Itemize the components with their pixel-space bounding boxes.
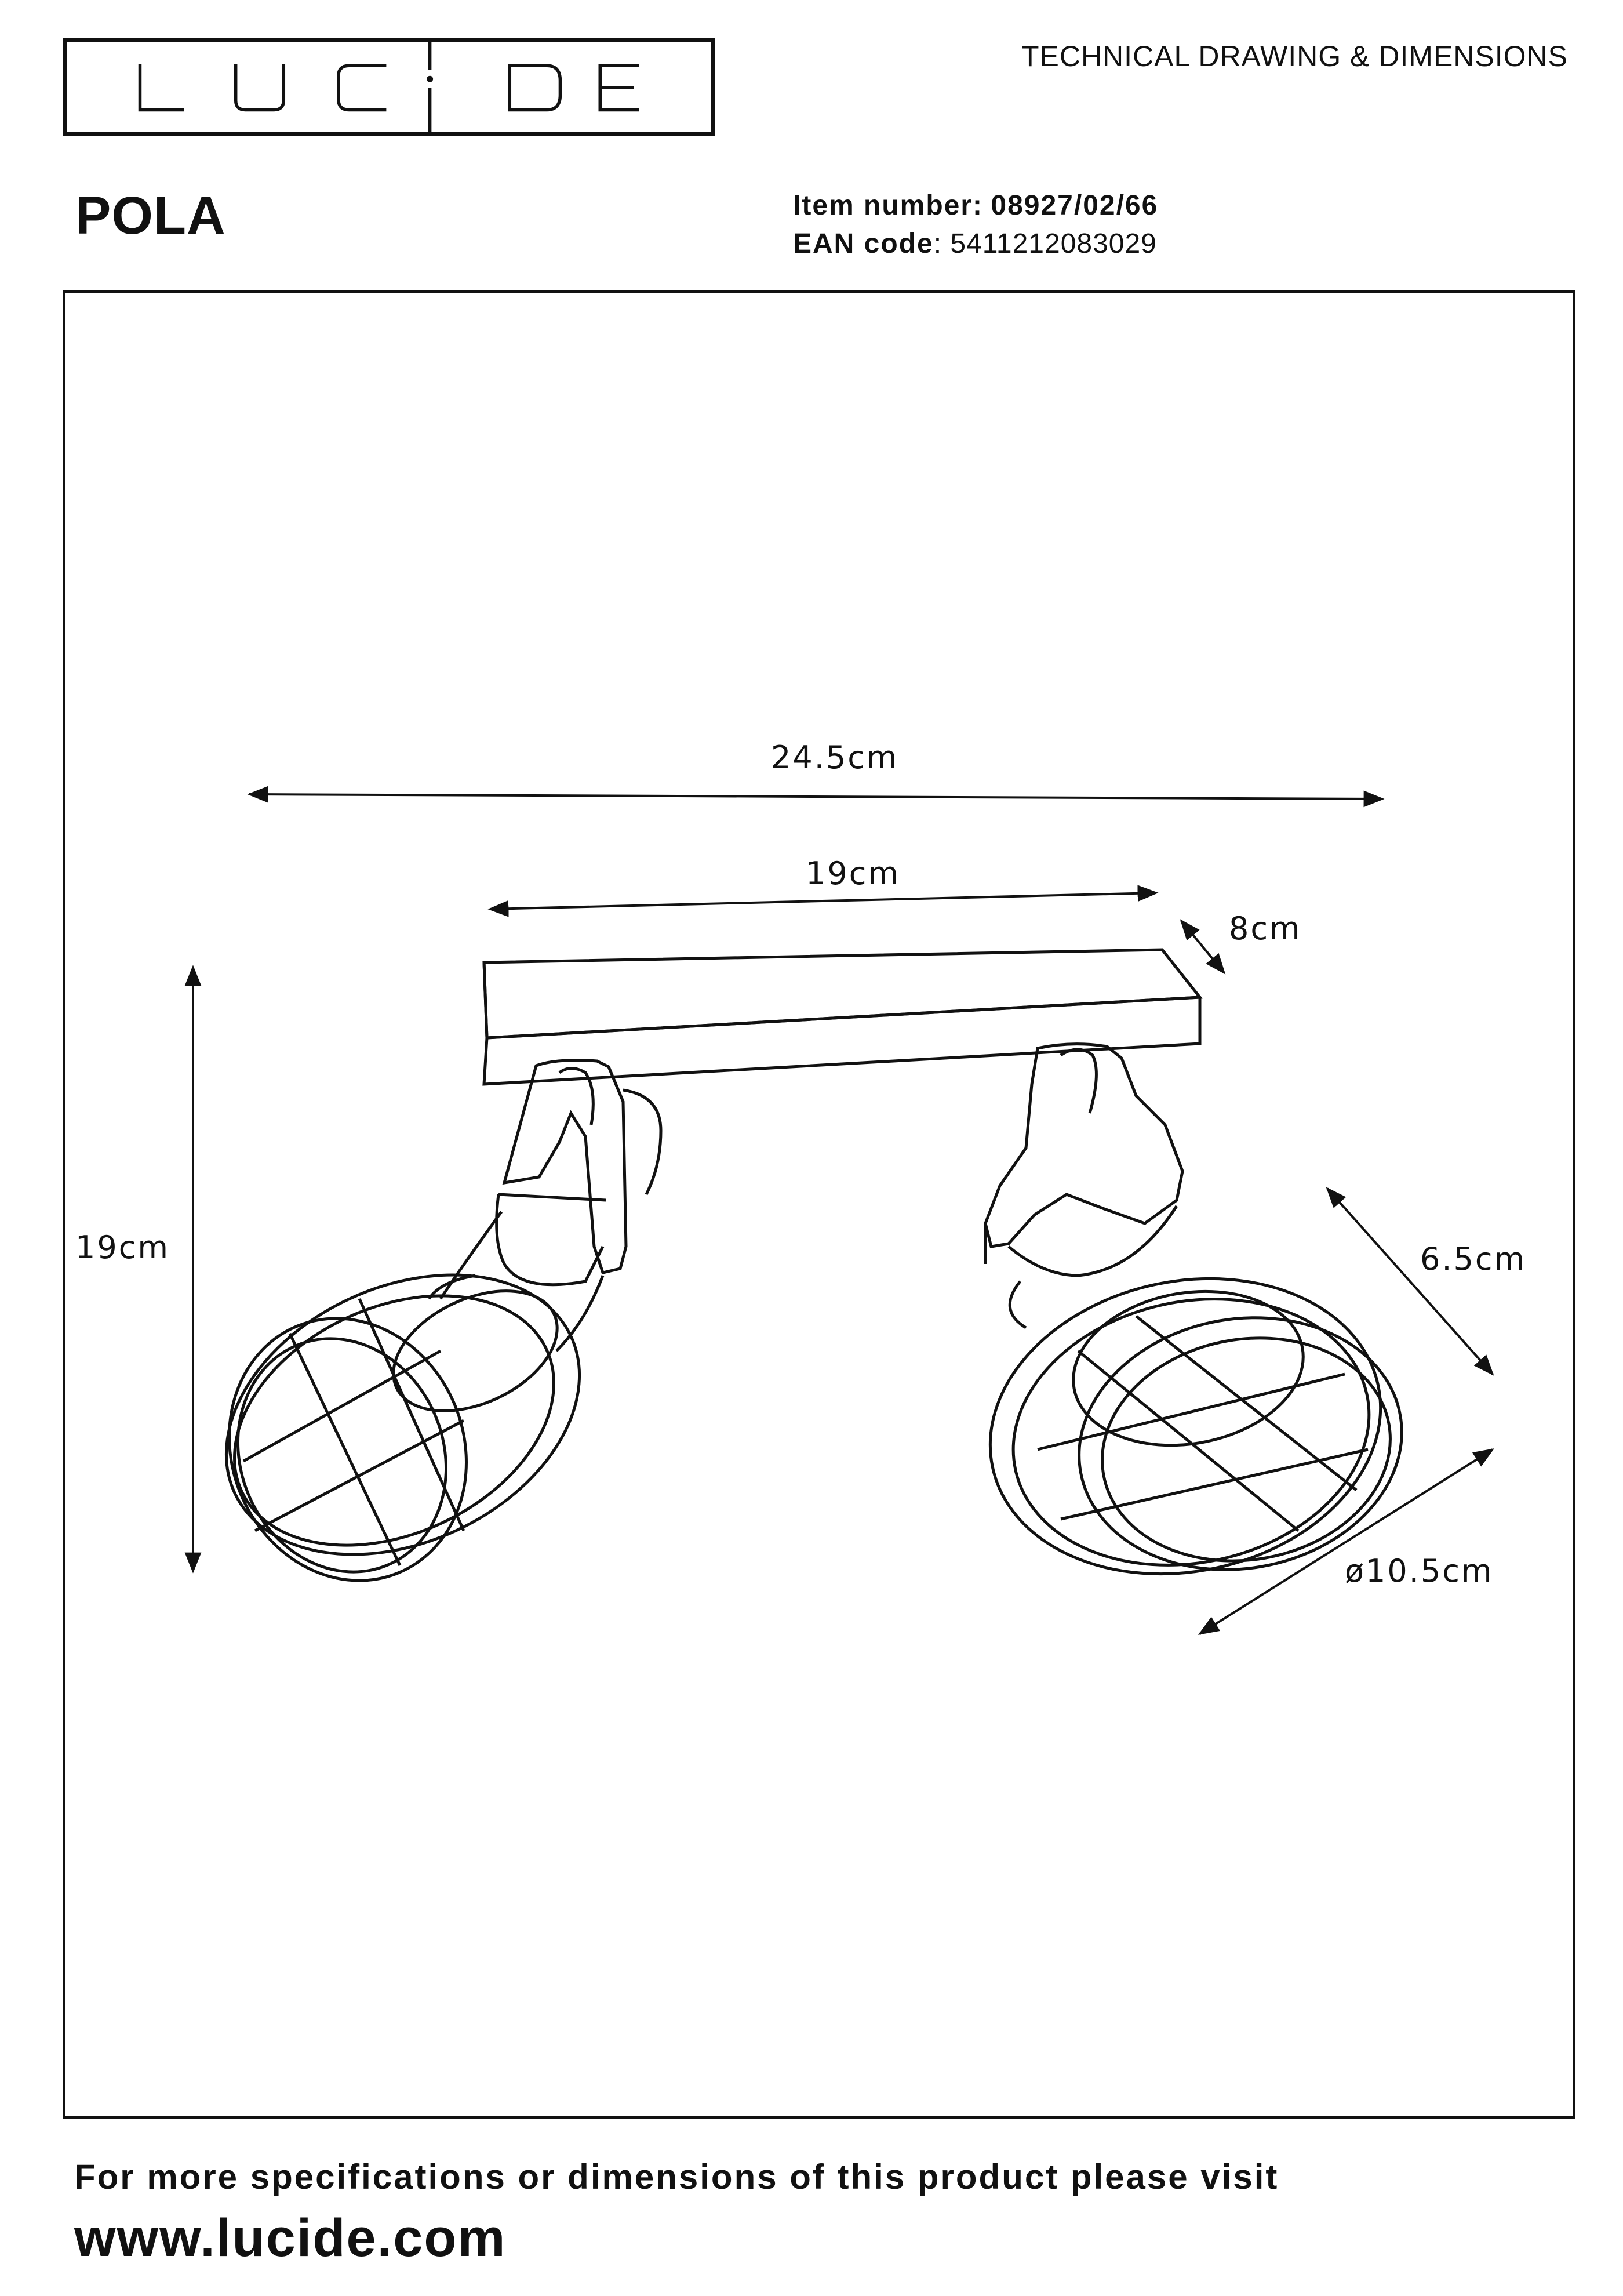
- right-spotlight: [984, 1042, 1403, 1576]
- website-link[interactable]: www.lucide.com: [74, 2208, 507, 2268]
- ean-value: : 5411212083029: [933, 228, 1157, 259]
- ean-label: EAN code: [793, 228, 934, 259]
- drawing-frame: [63, 290, 1575, 2119]
- base-length-arrow: [487, 885, 1159, 917]
- ean-row: EAN code: 5411212083029: [793, 225, 1158, 263]
- item-number-label: Item number:: [793, 190, 984, 221]
- total-width-label: 24.5cm: [771, 739, 899, 776]
- shade-diameter-arrow: [1198, 1448, 1495, 1635]
- item-number-row: Item number: 08927/02/66: [793, 187, 1158, 225]
- height-label: 19cm: [75, 1229, 170, 1266]
- shade-depth-arrow: [1326, 1187, 1494, 1376]
- document-type: TECHNICAL DRAWING & DIMENSIONS: [1021, 40, 1568, 72]
- item-info: Item number: 08927/02/66 EAN code: 54112…: [793, 187, 1158, 263]
- brand-logo: [63, 38, 715, 136]
- lucide-logo-icon: [138, 42, 639, 132]
- total-width-arrow: [247, 786, 1385, 808]
- base-depth-arrow: [1180, 919, 1226, 975]
- ceiling-base: [482, 948, 1203, 1086]
- item-number-value: 08927/02/66: [991, 190, 1159, 221]
- product-name: POLA: [75, 186, 226, 245]
- dimension-lines: [184, 786, 1495, 1635]
- footer-note: For more specifications or dimensions of…: [74, 2157, 1279, 2196]
- shade-diameter-label: ø10.5cm: [1345, 1553, 1494, 1589]
- left-spotlight: [224, 1059, 663, 1582]
- base-depth-label: 8cm: [1229, 910, 1302, 947]
- shade-depth-label: 6.5cm: [1420, 1241, 1527, 1277]
- base-length-label: 19cm: [806, 855, 901, 892]
